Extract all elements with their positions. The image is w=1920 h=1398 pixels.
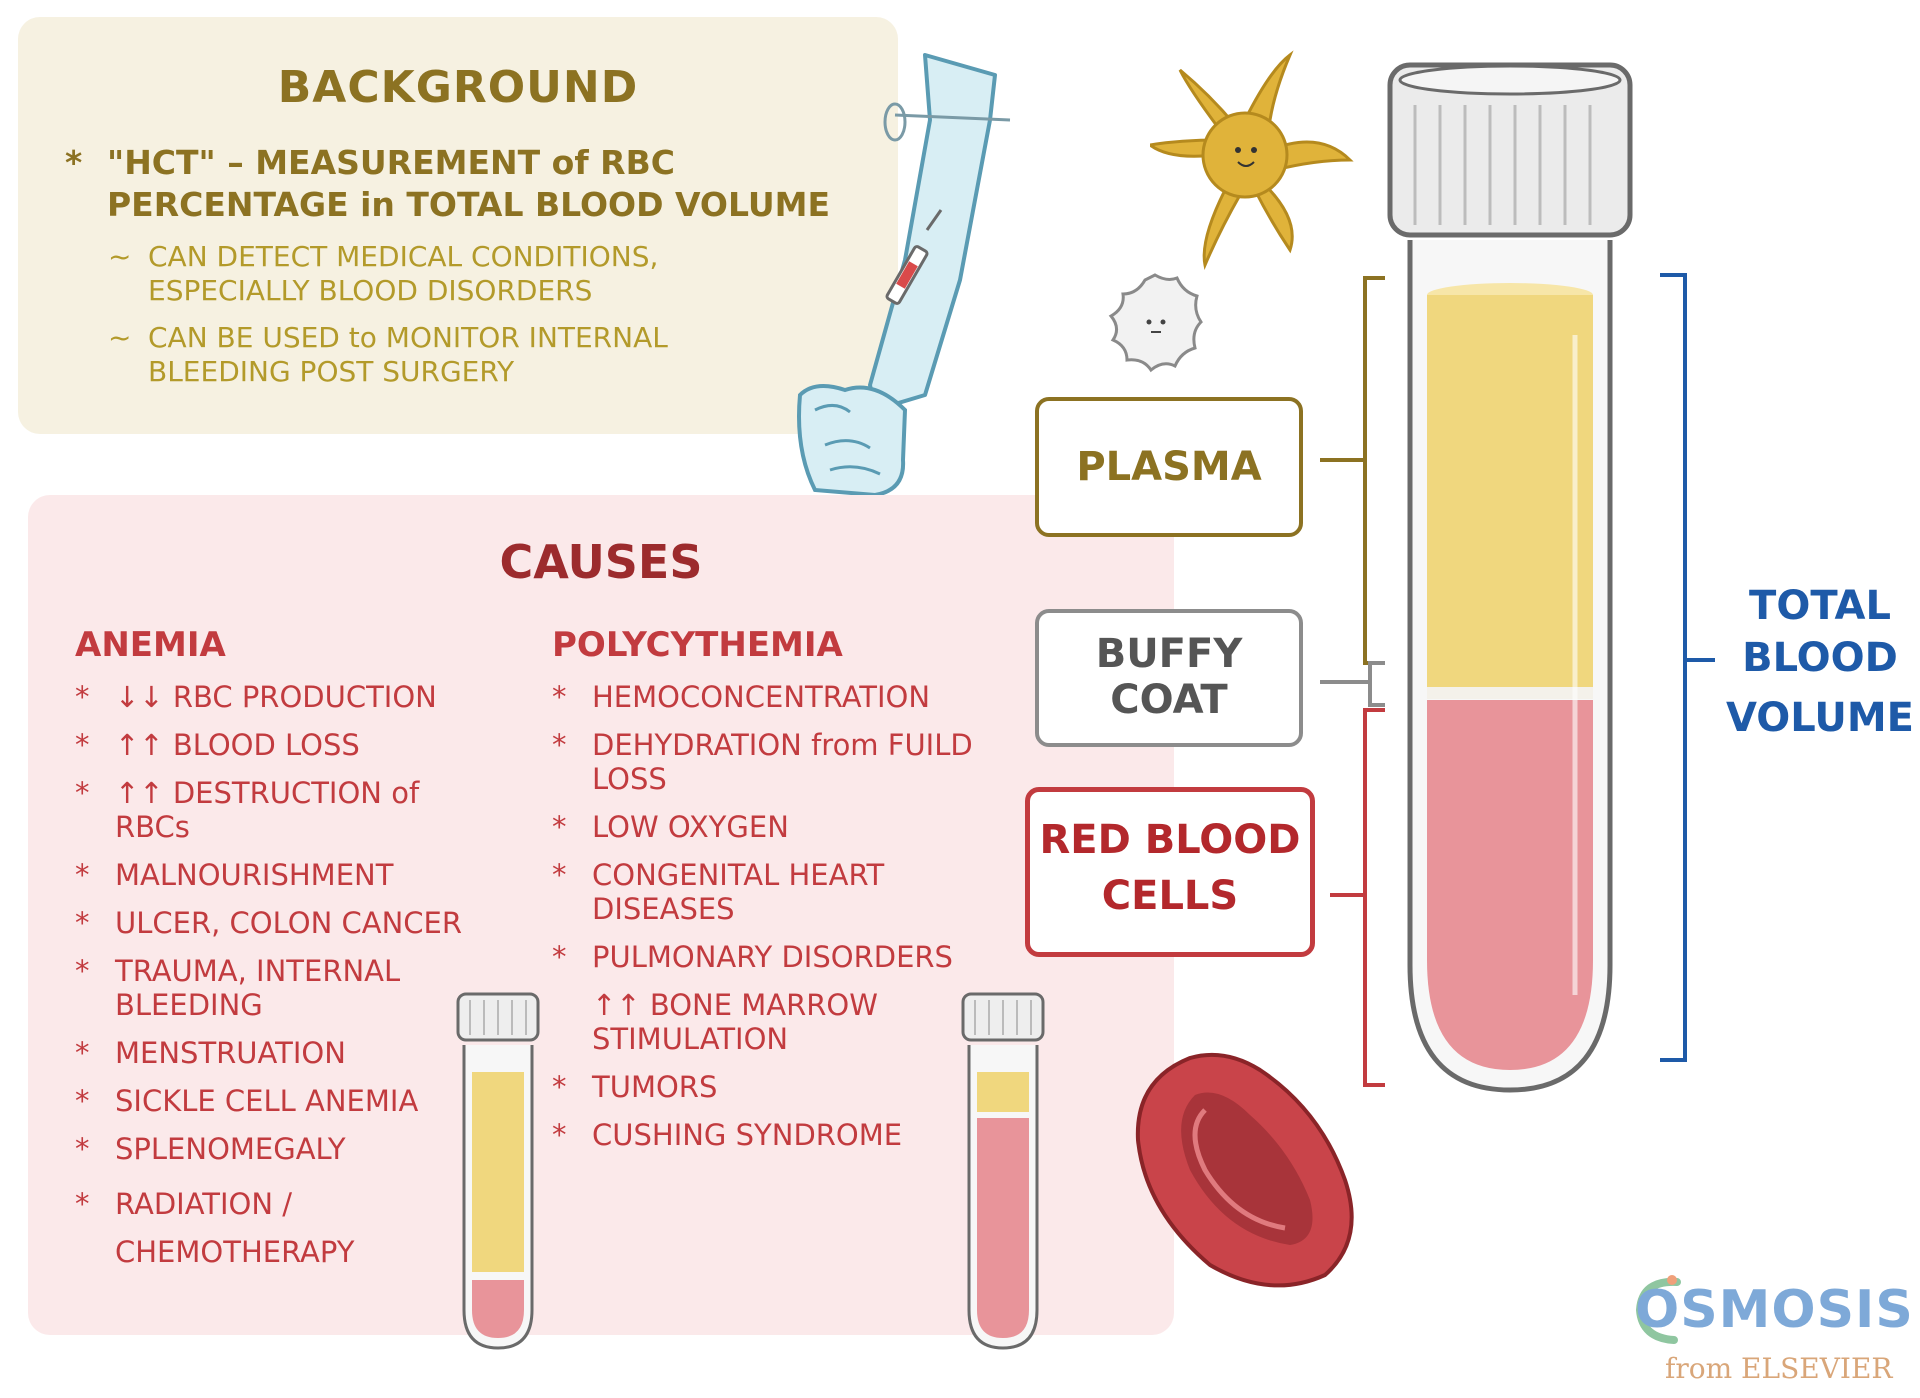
plasma-layer bbox=[1427, 295, 1593, 695]
list-item: *LOW OXYGEN bbox=[552, 810, 789, 844]
list-item: *TRAUMA, INTERNAL BLEEDING bbox=[75, 954, 401, 1022]
list-item: *PULMONARY DISORDERS bbox=[552, 940, 953, 974]
list-item: *CONGENITAL HEART DISEASES bbox=[552, 858, 885, 926]
list-item: *↓↓ RBC PRODUCTION bbox=[75, 680, 437, 714]
white-blood-cell-illustration bbox=[1108, 273, 1203, 373]
asterisk-icon: * bbox=[552, 858, 567, 892]
rbc-layer bbox=[1427, 700, 1593, 1070]
asterisk-icon: * bbox=[552, 728, 567, 762]
asterisk-icon: * bbox=[75, 728, 90, 762]
list-item: *HEMOCONCENTRATION bbox=[552, 680, 931, 714]
background-sub-point-1: ~ CAN DETECT MEDICAL CONDITIONS, ESPECIA… bbox=[108, 240, 748, 308]
tilde-bullet: ~ bbox=[108, 240, 132, 273]
red-blood-cells-label: RED BLOOD CELLS bbox=[1025, 787, 1315, 957]
asterisk-icon: * bbox=[552, 1118, 567, 1152]
asterisk-icon: * bbox=[75, 1084, 90, 1118]
list-item: *↑↑ BLOOD LOSS bbox=[75, 728, 360, 762]
list-item: *ULCER, COLON CANCER bbox=[75, 906, 462, 940]
buffy-bracket bbox=[1320, 661, 1385, 707]
list-item: *TUMORS bbox=[552, 1070, 718, 1104]
polycythemia-plasma-layer bbox=[977, 1072, 1029, 1112]
hct-definition: "HCT" – MEASUREMENT of RBC PERCENTAGE in… bbox=[107, 143, 831, 224]
total-blood-volume-label: TOTAL BLOOD VOLUME bbox=[1726, 583, 1914, 741]
asterisk-icon: * bbox=[75, 680, 90, 714]
arm-illustration bbox=[797, 53, 1011, 498]
asterisk-icon: * bbox=[75, 906, 90, 940]
rbc-bracket bbox=[1330, 708, 1385, 1087]
list-item: *RADIATION / CHEMOTHERAPY bbox=[75, 1180, 365, 1276]
polycythemia-tube bbox=[961, 992, 1045, 1350]
buffy-coat-layer bbox=[1427, 687, 1593, 699]
background-title: BACKGROUND bbox=[277, 62, 639, 113]
polycythemia-list: *HEMOCONCENTRATION *DEHYDRATION from FUI… bbox=[552, 680, 1012, 1166]
anemia-heading: ANEMIA bbox=[75, 625, 226, 665]
background-main-point: * "HCT" – MEASUREMENT of RBC PERCENTAGE … bbox=[65, 142, 855, 226]
polycythemia-rbc-layer bbox=[977, 1118, 1029, 1338]
total-volume-bracket bbox=[1660, 273, 1715, 1062]
plasma-label: PLASMA bbox=[1035, 397, 1303, 537]
asterisk-icon: * bbox=[65, 143, 83, 182]
main-blood-tube bbox=[1387, 62, 1633, 1093]
osmosis-logo-icon bbox=[1635, 1275, 1681, 1344]
polycythemia-heading: POLYCYTHEMIA bbox=[552, 625, 843, 665]
volume-brackets bbox=[1320, 273, 1715, 1087]
list-item: *MENSTRUATION bbox=[75, 1036, 346, 1070]
list-item: *↑↑ DESTRUCTION of RBCs bbox=[75, 776, 420, 844]
asterisk-icon: * bbox=[552, 680, 567, 714]
asterisk-icon: * bbox=[552, 1070, 567, 1104]
anemia-rbc-layer bbox=[472, 1280, 524, 1338]
asterisk-icon: * bbox=[75, 858, 90, 892]
asterisk-icon: * bbox=[75, 776, 90, 810]
syringe-icon bbox=[885, 209, 943, 305]
asterisk-icon: * bbox=[75, 1187, 90, 1221]
anemia-list: *↓↓ RBC PRODUCTION *↑↑ BLOOD LOSS *↑↑ DE… bbox=[75, 680, 495, 1290]
tilde-bullet: ~ bbox=[108, 321, 132, 354]
sub-point-text: CAN DETECT MEDICAL CONDITIONS, ESPECIALL… bbox=[148, 240, 659, 307]
list-item: *CUSHING SYNDROME bbox=[552, 1118, 903, 1152]
list-item: *MALNOURISHMENT bbox=[75, 858, 394, 892]
asterisk-icon: * bbox=[75, 1132, 90, 1166]
asterisk-icon: * bbox=[75, 954, 90, 988]
red-blood-cell-illustration bbox=[1135, 1052, 1354, 1288]
asterisk-icon: * bbox=[75, 1036, 90, 1070]
background-panel bbox=[18, 17, 898, 434]
causes-title: CAUSES bbox=[499, 535, 703, 589]
anemia-plasma-layer bbox=[472, 1072, 524, 1272]
list-item: *DEHYDRATION from FUILD LOSS bbox=[552, 728, 973, 796]
buffy-coat-label: BUFFY COAT bbox=[1035, 609, 1303, 747]
list-item: ↑↑ BONE MARROW STIMULATION bbox=[592, 988, 878, 1056]
background-sub-point-2: ~ CAN BE USED to MONITOR INTERNAL BLEEDI… bbox=[108, 321, 748, 389]
sub-point-text: CAN BE USED to MONITOR INTERNAL BLEEDING… bbox=[148, 321, 668, 388]
asterisk-icon: * bbox=[552, 940, 567, 974]
list-item: *SPLENOMEGALY bbox=[75, 1132, 346, 1166]
plasma-bracket bbox=[1320, 276, 1385, 665]
osmosis-logo: OSMOSIS bbox=[1635, 1280, 1914, 1340]
platelet-cell-illustration bbox=[1150, 50, 1354, 270]
elsevier-logo-text: from ELSEVIER bbox=[1665, 1352, 1893, 1385]
asterisk-icon: * bbox=[552, 810, 567, 844]
anemia-tube bbox=[456, 992, 540, 1350]
list-item: *SICKLE CELL ANEMIA bbox=[75, 1084, 419, 1118]
